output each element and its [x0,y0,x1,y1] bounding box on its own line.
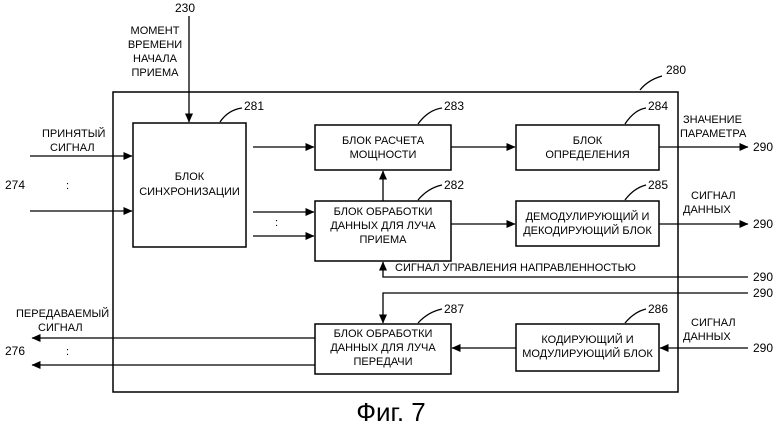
coder-block: КОДИРУЮЩИЙ И МОДУЛИРУЮЩИЙ БЛОК [516,324,659,371]
demod-line-2: ДЕКОДИРУЮЩИЙ БЛОК [523,224,652,237]
sync-ref: 281 [244,99,264,113]
sync-block: БЛОК СИНХРОНИЗАЦИИ [133,123,246,247]
decide-block: БЛОК ОПРЕДЕЛЕНИЯ [516,125,659,170]
param-ref: 290 [753,140,773,154]
transmitted-line-2: СИГНАЛ [38,322,83,334]
data-out-line-1: СИГНАЛ [691,190,736,202]
txbeam-line-3: ПЕРЕДАЧИ [353,356,412,368]
txbeam-line-1: БЛОК ОБРАБОТКИ [334,328,433,340]
data-out-ref: 290 [753,217,773,231]
decide-line-1: БЛОК [573,135,603,147]
rxbeam-line-1: БЛОК ОБРАБОТКИ [334,206,433,218]
coder-line-1: КОДИРУЮЩИЙ И [541,333,633,346]
outer-ref: 280 [666,63,686,77]
transmitted-line-1: ПЕРЕДАВАЕМЫЙ [16,307,109,320]
rxbeam-block: БЛОК ОБРАБОТКИ ДАННЫХ ДЛЯ ЛУЧА ПРИЕМА [315,201,451,261]
demod-ref: 285 [648,178,668,192]
start-time-line-2: ВРЕМЕНИ [128,39,182,51]
start-time-line-3: НАЧАЛА [133,53,178,65]
received-line-1: ПРИНЯТЫЙ [42,127,105,140]
sync-line-1: БЛОК [175,171,205,183]
param-line-2: ПАРАМЕТРА [680,128,747,140]
start-time-ref: 230 [175,1,195,15]
power-line-1: БЛОК РАСЧЕТА [342,135,425,147]
sync-rxbeam-ellipsis: : [275,217,278,229]
received-line-2: СИГНАЛ [50,142,95,154]
txbeam-line-2: ДАННЫХ ДЛЯ ЛУЧА [330,342,436,354]
demod-block: ДЕМОДУЛИРУЮЩИЙ И ДЕКОДИРУЮЩИЙ БЛОК [516,201,659,246]
power-ref: 283 [444,99,464,113]
data-in-ref: 290 [753,341,773,355]
figure-caption: Фиг. 7 [356,397,426,427]
power-line-2: МОЩНОСТИ [350,149,417,161]
decide-line-2: ОПРЕДЕЛЕНИЯ [545,149,629,161]
txbeam-ref: 287 [444,302,464,316]
direction-control-ref: 290 [753,270,773,284]
transmitted-ellipsis: : [66,346,69,358]
data-in-line-2: ДАННЫХ [683,331,731,343]
direction-control-label: СИГНАЛ УПРАВЛЕНИЯ НАПРАВЛЕННОСТЬЮ [395,262,636,274]
rxbeam-ref: 282 [444,178,464,192]
data-out-line-2: ДАННЫХ [683,204,731,216]
decide-ref: 284 [648,99,668,113]
received-ref: 274 [5,178,25,192]
received-ellipsis: : [66,180,69,192]
param-line-1: ЗНАЧЕНИЕ [683,114,742,126]
sync-line-2: СИНХРОНИЗАЦИИ [139,186,240,198]
start-time-line-1: МОМЕНТ [131,25,180,37]
coder-ref: 286 [648,302,668,316]
start-time-line-4: ПРИЕМА [132,67,180,79]
demod-line-1: ДЕМОДУЛИРУЮЩИЙ И [526,210,650,223]
transmitted-ref: 276 [5,344,25,358]
power-block: БЛОК РАСЧЕТА МОЩНОСТИ [315,125,451,170]
txbeam-block: БЛОК ОБРАБОТКИ ДАННЫХ ДЛЯ ЛУЧА ПЕРЕДАЧИ [315,324,451,374]
coder-line-2: МОДУЛИРУЮЩИЙ БЛОК [522,347,653,360]
rxbeam-line-3: ПРИЕМА [360,234,408,246]
rxbeam-line-2: ДАННЫХ ДЛЯ ЛУЧА [330,220,436,232]
tx-control-ref: 290 [753,286,773,300]
data-in-line-1: СИГНАЛ [691,317,736,329]
